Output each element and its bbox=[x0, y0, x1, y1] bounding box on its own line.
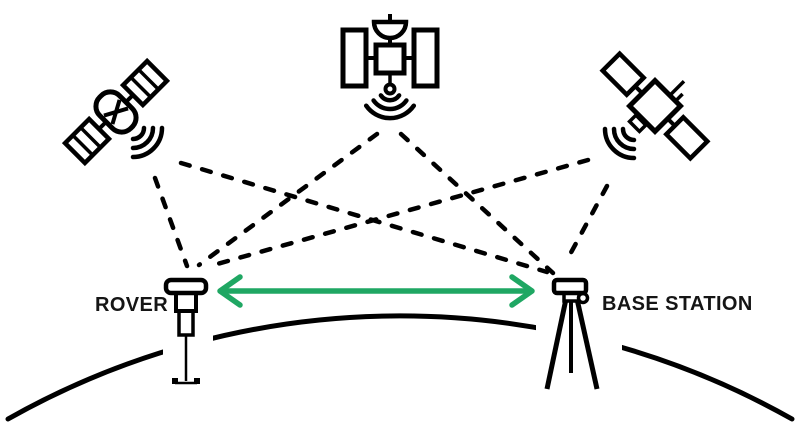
rover-antenna-icon bbox=[163, 277, 209, 385]
dashed-line-satright-base bbox=[564, 183, 610, 263]
rover-label: ROVER bbox=[95, 294, 169, 316]
dashed-line-satleft-rover bbox=[152, 175, 190, 269]
earth-curve bbox=[5, 313, 795, 422]
dashed-line-satcenter-rover bbox=[196, 131, 380, 268]
dashed-line-satright-rover bbox=[207, 157, 591, 269]
dashed-line-satleft-base bbox=[178, 160, 550, 275]
baseline-arrow bbox=[217, 274, 535, 308]
signal-lines-group bbox=[152, 131, 610, 276]
baseline-arrow-head-right bbox=[509, 274, 535, 308]
signal-waves-right-icon bbox=[602, 126, 637, 161]
satellite-center-icon bbox=[340, 14, 440, 121]
satellite-left-icon bbox=[61, 57, 171, 167]
signal-waves-center-icon bbox=[363, 93, 417, 121]
satellite-right-icon bbox=[599, 50, 711, 162]
base-tripod-icon bbox=[544, 277, 600, 390]
baseline-arrow-head-left bbox=[217, 274, 243, 308]
signal-waves-left-icon bbox=[130, 125, 165, 160]
base-station-label: BASE STATION bbox=[602, 293, 753, 315]
